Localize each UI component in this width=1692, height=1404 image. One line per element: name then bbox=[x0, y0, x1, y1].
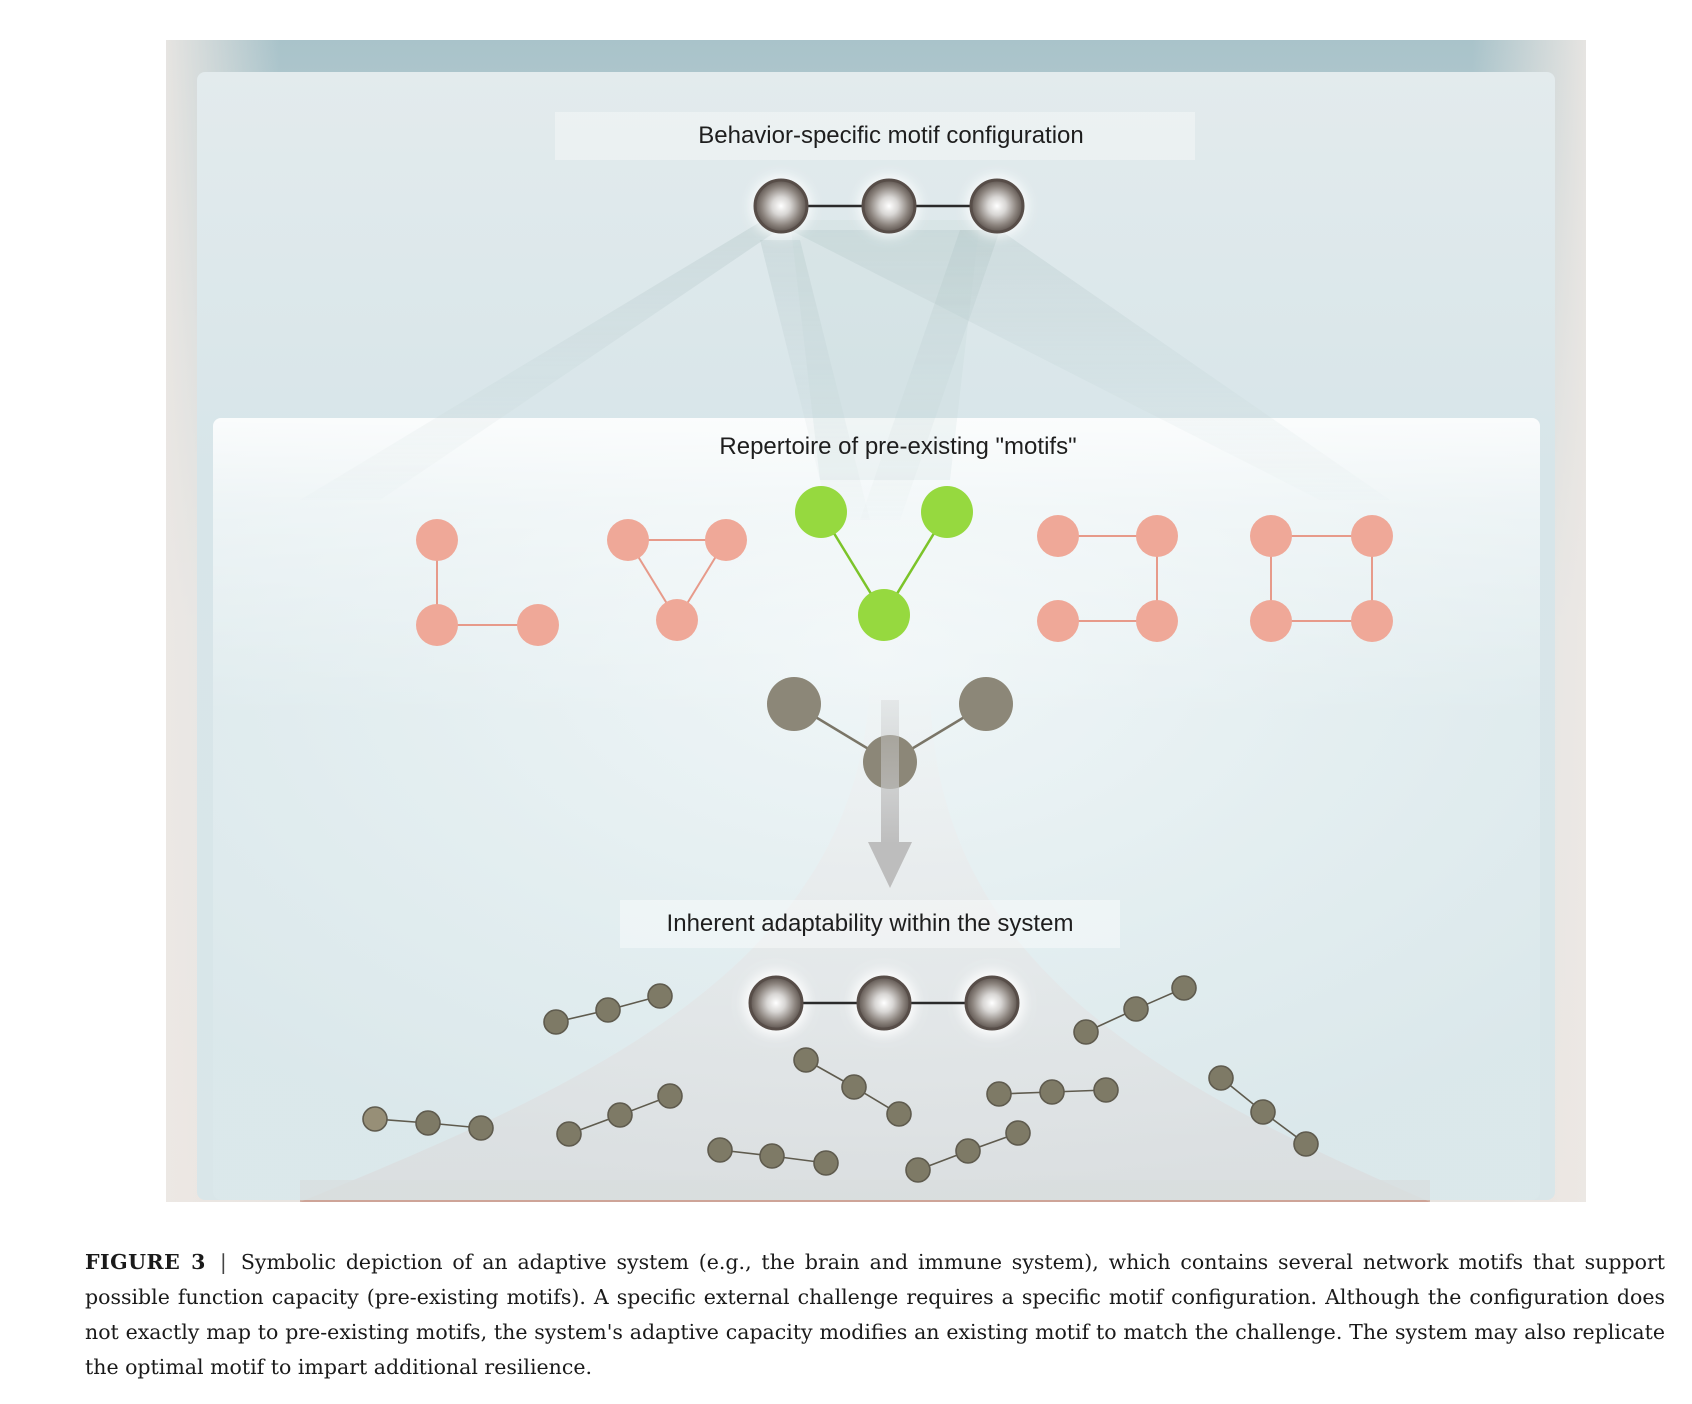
target-motif bbox=[751, 176, 1027, 236]
repertoire-motif-c-shape bbox=[1037, 515, 1178, 642]
middle-label: Repertoire of pre-existing "motifs" bbox=[719, 433, 1076, 460]
figure-caption: FIGURE 3 |Symbolic depiction of an adapti… bbox=[85, 1245, 1665, 1385]
selected-motif bbox=[795, 486, 973, 641]
caption-text: Symbolic depiction of an adaptive system… bbox=[85, 1250, 1665, 1379]
top-label: Behavior-specific motif configuration bbox=[698, 122, 1084, 149]
projection-beams bbox=[300, 220, 1390, 520]
adaptation-arrow bbox=[868, 700, 912, 888]
figure-diagram: Behavior-specific motif configuration Re… bbox=[166, 40, 1586, 1202]
repertoire-motif-square bbox=[1250, 515, 1393, 642]
replicated-target-motif bbox=[744, 971, 1024, 1035]
target-motif-node bbox=[753, 178, 809, 234]
repertoire-motif-l-shape bbox=[416, 519, 559, 646]
figure-number: FIGURE 3 bbox=[85, 1250, 206, 1274]
repertoire-motif-triangle bbox=[607, 519, 747, 641]
bottom-label: Inherent adaptability within the system bbox=[667, 910, 1074, 937]
target-motif-node bbox=[969, 178, 1025, 234]
caption-separator: | bbox=[219, 1250, 227, 1274]
modified-motif bbox=[767, 677, 1013, 789]
system-motif-population bbox=[362, 975, 1319, 1183]
target-motif-node bbox=[861, 178, 917, 234]
